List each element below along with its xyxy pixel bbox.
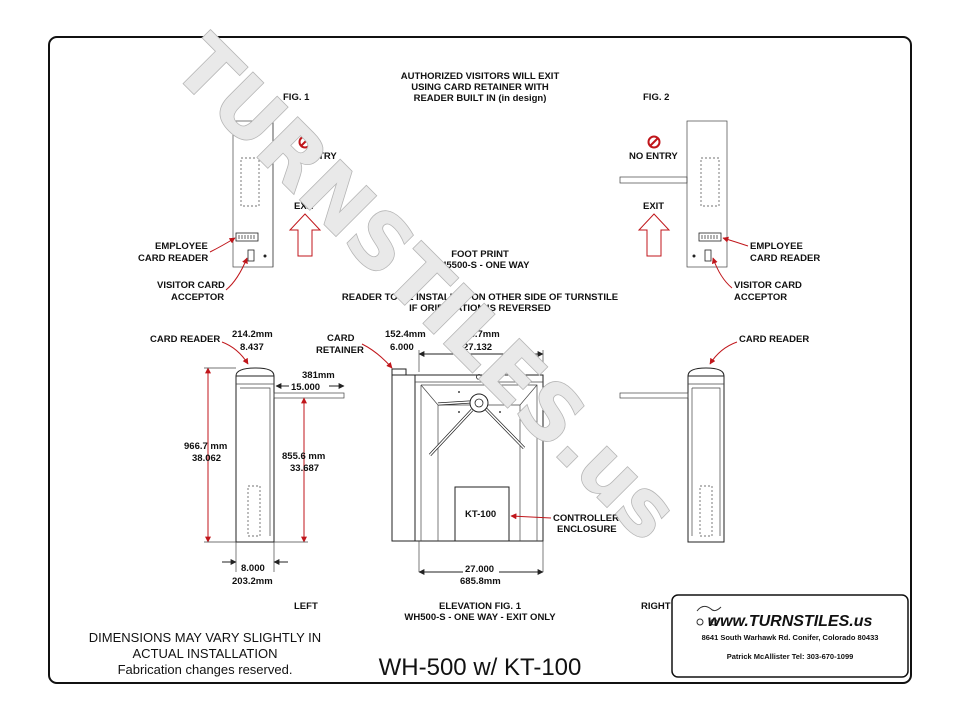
left-base-width-in: 8.000 [241, 563, 265, 574]
fig1-no-entry-label: NO ENTRY [288, 151, 337, 162]
left-height-mm: 966.7 mm [184, 441, 227, 452]
card-retainer-label-2: RETAINER [316, 345, 364, 356]
fig1-visitor-acceptor-label-2: ACCEPTOR [171, 292, 224, 303]
left-cabinet [235, 375, 275, 543]
elev-top-width-in: 27.132 [463, 342, 492, 353]
elev-tripod-rotor [428, 393, 526, 457]
header-note-1: AUTHORIZED VISITORS WILL EXIT [401, 71, 560, 82]
kt100-label: KT-100 [465, 509, 496, 520]
fig1-visitor-acceptor [247, 249, 255, 262]
fig2-employee-reader-label-2: CARD READER [750, 253, 820, 264]
right-view-caption: RIGHT [641, 601, 671, 612]
fig2-no-entry-label: NO ENTRY [629, 151, 678, 162]
elev-base-width-mm: 685.8mm [460, 576, 501, 587]
left-inner-height-in: 33.687 [290, 463, 319, 474]
title-block: www.TURNSTILES.us 8641 South Warhawk Rd.… [671, 594, 909, 678]
left-top-width-mm: 214.2mm [232, 329, 273, 340]
elev-left-width-mm: 152.4mm [385, 329, 426, 340]
fig2-exit-label: EXIT [643, 201, 664, 212]
company-contact: Patrick McAllister Tel: 303-670-1099 [727, 652, 854, 661]
left-reader-cap [235, 367, 275, 377]
elev-base-width-in: 27.000 [465, 564, 494, 575]
fig2-no-entry-icon [647, 135, 661, 149]
fig1-employee-reader-label-1: EMPLOYEE [155, 241, 208, 252]
elevation-caption-2: WH500-S - ONE WAY - EXIT ONLY [404, 612, 556, 623]
fig2-title: FIG. 2 [643, 92, 669, 103]
elevation-view: CARD RETAINER 152.4mm 6.000 693.7mm 27.1… [316, 329, 619, 623]
elevation-caption-1: ELEVATION FIG. 1 [439, 601, 522, 612]
fig1-exit-arrow-icon [288, 213, 322, 257]
left-card-reader-label: CARD READER [150, 334, 220, 345]
right-reader-cap [687, 367, 725, 377]
right-cabinet [687, 375, 725, 543]
footprint-label-1: FOOT PRINT [451, 249, 509, 260]
fig2-exit-arrow-icon [637, 213, 671, 257]
company-logo: www.TURNSTILES.us [696, 605, 873, 630]
fig2-cabinet-slot [700, 157, 720, 207]
fig1-employee-reader-label-2: CARD READER [138, 253, 208, 264]
left-base-width-mm: 203.2mm [232, 576, 273, 587]
left-top-width-in: 8.437 [240, 342, 264, 353]
footprint-label-2: WH5500-S - ONE WAY [431, 260, 531, 271]
fig1-exit-label: EXIT [294, 201, 315, 212]
fig2-visitor-acceptor [704, 249, 712, 262]
elev-top-width-mm: 693.7mm [459, 329, 500, 340]
elev-retainer [391, 368, 407, 376]
fig2-plan: FIG. 2 NO ENTRY EXIT EMPLOYEE CARD READE… [619, 92, 820, 303]
left-height-in: 38.062 [192, 453, 221, 464]
right-view: CARD READER RIGHT [619, 334, 809, 612]
drawing-title: WH-500 w/ KT-100 [379, 654, 582, 681]
header-note-3: READER BUILT IN (in design) [414, 93, 547, 104]
header-note-2: USING CARD RETAINER WITH [411, 82, 549, 93]
fig2-cabinet [686, 120, 728, 268]
fig1-no-entry-icon [298, 135, 312, 149]
disclaimer-line-3: Fabrication changes reserved. [118, 662, 293, 677]
elev-left-width-in: 6.000 [390, 342, 414, 353]
right-card-reader-label: CARD READER [739, 334, 809, 345]
fig2-employee-reader [698, 232, 722, 242]
header-notes: AUTHORIZED VISITORS WILL EXIT USING CARD… [342, 71, 618, 314]
reader-note-2: IF ORIENTATION IS REVERSED [409, 303, 551, 314]
fig1-cabinet-slot [240, 157, 260, 207]
fig1-title: FIG. 1 [283, 92, 310, 103]
left-inner-height-mm: 855.6 mm [282, 451, 325, 462]
company-address: 8641 South Warhawk Rd. Conifer, Colorado… [702, 633, 879, 642]
left-arm-length-mm: 381mm [302, 370, 335, 381]
disclaimer-line-2: ACTUAL INSTALLATION [133, 646, 278, 661]
company-logo-text: www.TURNSTILES.us [708, 613, 873, 630]
left-view-caption: LEFT [294, 601, 318, 612]
controller-label-2: ENCLOSURE [557, 524, 617, 535]
sheet-border [48, 36, 912, 684]
kt100-controller-box [454, 486, 510, 542]
reader-note-1: READER TO BE INSTALLED ON OTHER SIDE OF … [342, 292, 618, 303]
left-view: CARD READER 214.2mm 8.437 381mm 15.000 9… [150, 329, 345, 612]
card-retainer-label-1: CARD [327, 333, 355, 344]
fig1-employee-reader [235, 232, 259, 242]
fig2-visitor-acceptor-label-1: VISITOR CARD [734, 280, 802, 291]
left-arm-length-in: 15.000 [291, 382, 320, 393]
left-arm [273, 392, 345, 399]
disclaimer-line-1: DIMENSIONS MAY VARY SLIGHTLY IN [89, 630, 321, 645]
fig2-arm [619, 176, 688, 184]
fig2-visitor-acceptor-label-2: ACCEPTOR [734, 292, 787, 303]
right-arm [619, 392, 689, 399]
fig2-employee-reader-label-1: EMPLOYEE [750, 241, 803, 252]
disclaimer: DIMENSIONS MAY VARY SLIGHTLY IN ACTUAL I… [89, 630, 321, 677]
controller-label-1: CONTROLLER [553, 513, 619, 524]
fig1-plan: FIG. 1 NO ENTRY EXIT EMPLOYEE CARD READE… [138, 92, 337, 303]
fig1-visitor-acceptor-label-1: VISITOR CARD [157, 280, 225, 291]
